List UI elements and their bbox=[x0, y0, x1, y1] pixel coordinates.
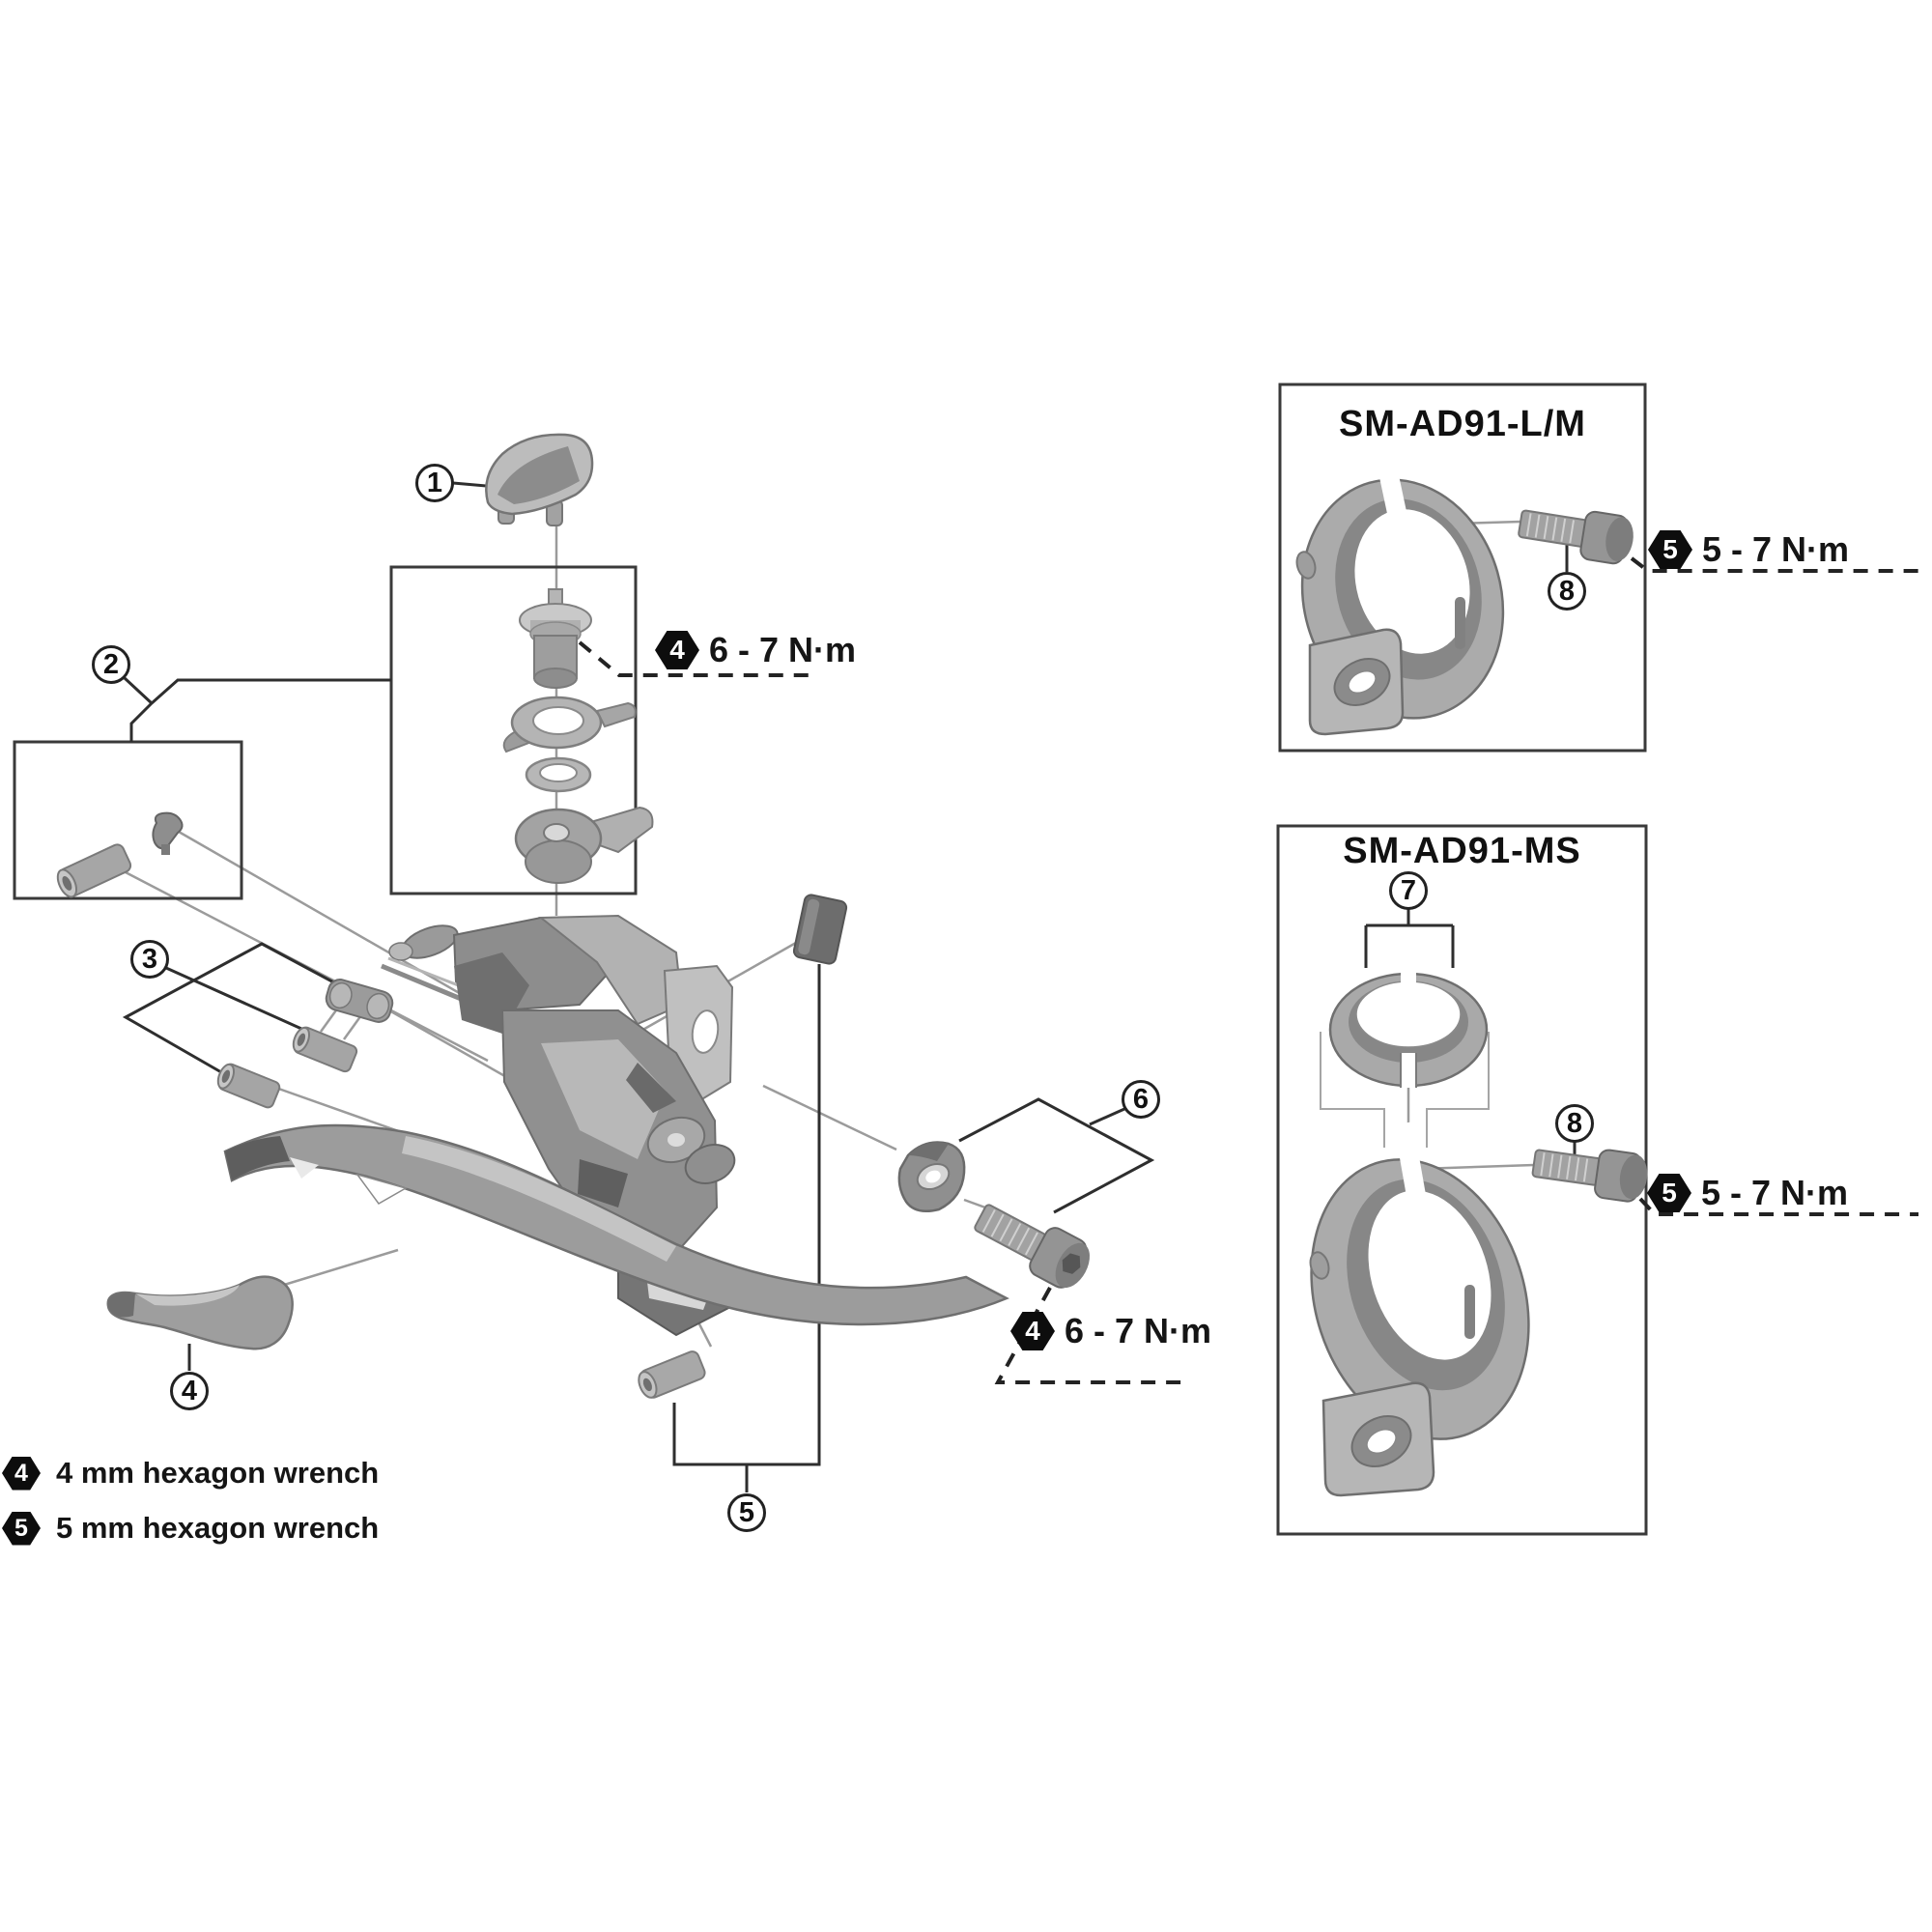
hex-wrench-4-icon: 4 bbox=[2, 1456, 41, 1491]
chain-guide-plate bbox=[223, 1123, 1009, 1326]
torque-label-adjust-bolt: 4 6 - 7 N·m bbox=[655, 630, 856, 670]
callout-7: 7 bbox=[1389, 871, 1428, 910]
top-cover-cap-part bbox=[485, 433, 594, 526]
callout-4: 4 bbox=[170, 1372, 209, 1410]
legend-label: 4 mm hexagon wrench bbox=[56, 1456, 380, 1490]
cable-grommet-parts bbox=[56, 811, 184, 898]
legend-label: 5 mm hexagon wrench bbox=[56, 1511, 380, 1545]
callout-8-lm: 8 bbox=[1548, 572, 1586, 611]
clamp-bolt-part-lm bbox=[1518, 509, 1634, 565]
callout-1: 1 bbox=[415, 464, 454, 502]
clamp-band-ms bbox=[1309, 1122, 1530, 1497]
callout-5: 5 bbox=[727, 1493, 766, 1532]
support-bolt-cylinder-part bbox=[638, 1350, 706, 1399]
small-parts-box bbox=[13, 740, 243, 900]
mount-nut-part bbox=[897, 1141, 966, 1212]
legend-item-4mm: 4 4 mm hexagon wrench bbox=[2, 1456, 379, 1491]
fixing-bolt-part bbox=[974, 1204, 1091, 1289]
callout-2: 2 bbox=[92, 645, 130, 684]
torque-dashed-lines bbox=[578, 556, 1918, 1384]
torque-value: 6 - 7 N·m bbox=[1065, 1311, 1212, 1350]
hex-wrench-4-icon: 4 bbox=[655, 631, 699, 669]
legend-item-5mm: 5 5 mm hexagon wrench bbox=[2, 1511, 379, 1546]
callout-8-ms: 8 bbox=[1555, 1104, 1594, 1143]
torque-label-clamp-lm: 5 5 - 7 N·m bbox=[1648, 529, 1849, 570]
o-ring-part bbox=[525, 756, 592, 793]
adjust-nut-holder-part bbox=[514, 806, 654, 884]
torque-label-fixing-bolt: 4 6 - 7 N·m bbox=[1010, 1311, 1211, 1351]
adjust-bolt-assembly-box bbox=[389, 565, 638, 895]
callout-6: 6 bbox=[1122, 1080, 1160, 1119]
torque-value: 5 - 7 N·m bbox=[1701, 1173, 1849, 1212]
clamp-lm-box bbox=[1278, 383, 1647, 753]
washer-plate-part bbox=[502, 696, 637, 753]
clamp-bolt-part-ms bbox=[1531, 1149, 1648, 1203]
torque-value: 6 - 7 N·m bbox=[709, 630, 857, 669]
stroke-adjust-bolt-part bbox=[519, 588, 592, 689]
shim-set-part bbox=[1328, 970, 1489, 1088]
skid-plate-part bbox=[106, 1275, 294, 1350]
panel-title-lm: SM-AD91-L/M bbox=[1339, 404, 1586, 444]
hex-wrench-5-icon: 5 bbox=[1648, 530, 1692, 569]
clamp-band-lm bbox=[1295, 470, 1505, 736]
hex-wrench-5-icon: 5 bbox=[2, 1511, 41, 1546]
backup-plate-part bbox=[792, 894, 848, 965]
panel-title-ms: SM-AD91-MS bbox=[1343, 831, 1581, 871]
torque-label-clamp-ms: 5 5 - 7 N·m bbox=[1647, 1173, 1848, 1213]
callout-leader-lines bbox=[122, 481, 1577, 1492]
hex-wrench-4-icon: 4 bbox=[1010, 1312, 1055, 1350]
link-pin-parts bbox=[216, 979, 394, 1109]
hex-wrench-5-icon: 5 bbox=[1647, 1174, 1691, 1212]
torque-value: 5 - 7 N·m bbox=[1702, 529, 1850, 569]
callout-3: 3 bbox=[130, 940, 169, 979]
